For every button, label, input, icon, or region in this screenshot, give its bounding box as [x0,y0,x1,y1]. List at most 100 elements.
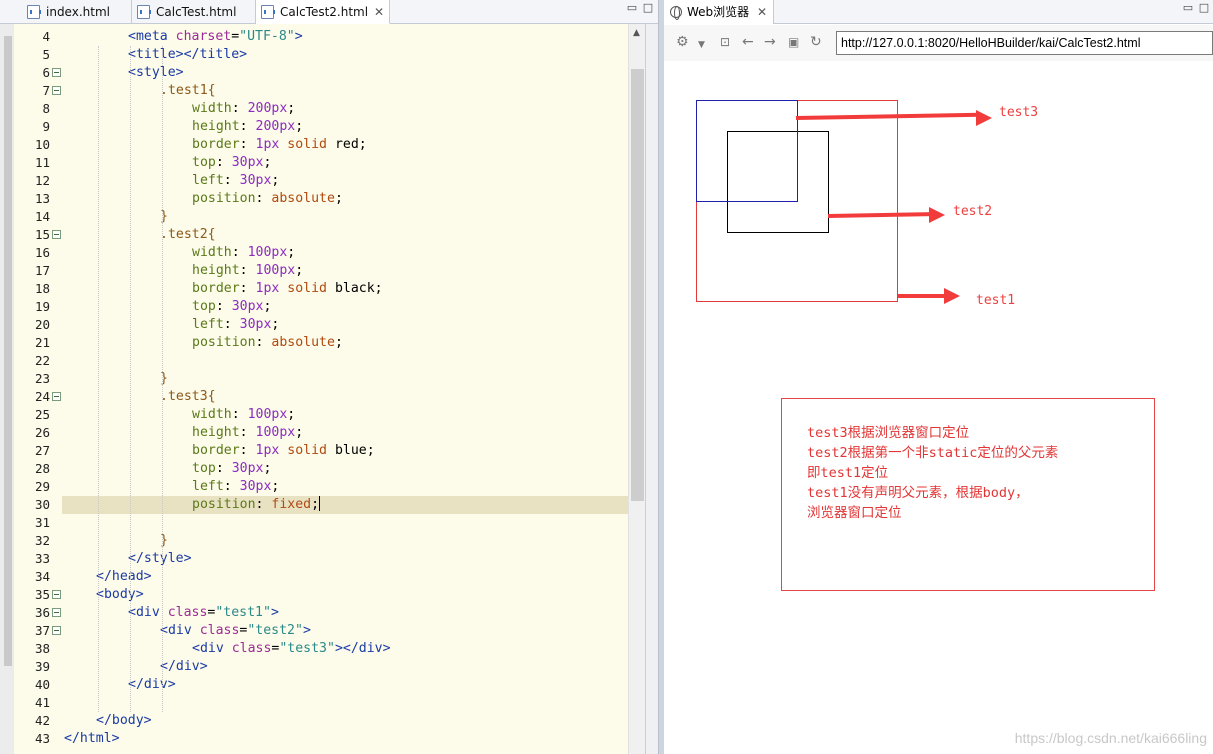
code-line: top: 30px; [62,460,628,478]
code-line: } [62,370,628,388]
console-icon[interactable]: ⊡ [720,35,731,49]
line-number: 11 [34,155,50,170]
code-token: position [192,191,256,206]
code-line: <div class="test3"></div> [62,640,628,658]
forward-icon[interactable]: → [764,34,776,50]
code-token: class [231,641,272,656]
code-editor-pane: index.html CalcTest.html CalcTest2.html … [0,0,658,754]
minimize-icon[interactable]: ▭ [626,1,638,14]
code-token: ; [295,425,304,440]
maximize-icon[interactable]: □ [1198,1,1210,14]
code-token: 100px [247,245,288,260]
code-line: <body> [62,586,628,604]
code-token: 100px [247,407,288,422]
code-token: solid [287,443,335,458]
code-line: width: 200px; [62,100,628,118]
code-token: width [192,101,232,116]
code-line: </body> [62,712,628,730]
code-line: .test1{ [62,82,628,100]
note-line: 浏览器窗口定位 [807,505,902,521]
code-token: "test2" [247,623,303,638]
code-token: </head> [96,569,152,584]
fold-toggle-icon[interactable] [52,230,61,239]
tab-calctest-html[interactable]: CalcTest.html [132,0,256,24]
tab-web-browser[interactable]: Web浏览器 ✕ [664,0,774,24]
code-line: <div class="test1"> [62,604,628,622]
code-token: </div> [160,659,208,674]
code-token: : [239,263,256,278]
line-number: 19 [34,299,50,314]
code-token: ; [271,479,280,494]
tab-label: CalcTest2.html [280,5,369,19]
fold-toggle-icon[interactable] [52,626,61,635]
code-token: width [192,407,232,422]
code-token: "test1" [215,605,271,620]
html-file-icon [137,5,151,19]
code-token: "UTF-8" [239,29,295,44]
code-token: 1px [255,281,288,296]
code-token: border [192,281,240,296]
maximize-icon[interactable]: □ [642,1,654,14]
code-line: border: 1px solid black; [62,280,628,298]
code-token: absolute [271,335,335,350]
code-line: position: absolute; [62,190,628,208]
code-token: ; [287,101,296,116]
code-token: charset [175,29,232,44]
line-number: 10 [34,137,50,152]
code-token: : [239,443,256,458]
code-token: fixed [271,497,312,512]
code-token: ; [287,407,296,422]
fold-toggle-icon[interactable] [52,86,61,95]
dropdown-icon[interactable]: ▼ [698,40,705,50]
code-token: 100px [255,425,296,440]
tab-label: index.html [46,5,110,19]
code-token: ; [334,191,343,206]
code-line: width: 100px; [62,406,628,424]
back-icon[interactable]: ← [742,34,754,50]
code-token: > [294,29,303,44]
close-icon[interactable]: ✕ [756,5,767,19]
fold-toggle-icon[interactable] [52,392,61,401]
code-line: <title></title> [62,46,628,64]
browser-tab-bar: Web浏览器 ✕ ▭ □ [664,0,1213,24]
scrollbar-thumb[interactable] [631,69,644,501]
code-text-area[interactable]: <meta charset="UTF-8"><title></title><st… [62,24,628,754]
url-input[interactable]: http://127.0.0.1:8020/HelloHBuilder/kai/… [836,31,1213,55]
minimize-icon[interactable]: ▭ [1182,1,1194,14]
code-token: 1px [255,137,288,152]
close-icon[interactable]: ✕ [373,5,384,19]
explanation-note-box: test3根据浏览器窗口定位 test2根据第一个非static定位的父元素 即… [781,398,1155,591]
code-token: </body> [96,713,152,728]
pane-splitter[interactable] [658,0,664,754]
refresh-icon[interactable]: ↻ [810,34,822,50]
tab-calctest2-html[interactable]: CalcTest2.html ✕ [256,0,390,24]
tab-index-html[interactable]: index.html [22,0,132,24]
code-token: border [192,443,240,458]
code-token: height [192,263,240,278]
fold-toggle-icon[interactable] [52,608,61,617]
code-token: : [239,119,256,134]
line-number: 15 [34,227,50,242]
note-line: test2根据第一个非static定位的父元素 [807,445,1059,461]
vertical-scrollbar[interactable]: ▲ [628,24,645,754]
code-token: : [239,137,256,152]
line-number: 18 [34,281,50,296]
fold-toggle-icon[interactable] [52,590,61,599]
gear-icon[interactable]: ⚙ [676,34,689,50]
code-token: top [192,461,216,476]
fold-toggle-icon[interactable] [52,68,61,77]
code-token: .test1{ [160,83,216,98]
line-number: 27 [34,443,50,458]
scroll-up-icon[interactable]: ▲ [633,28,640,38]
line-number: 24 [34,389,50,404]
line-number: 42 [34,713,50,728]
stop-icon[interactable]: ▣ [788,35,800,49]
code-token: <title></title> [128,47,248,62]
note-line: test1没有声明父元素，根据body， [807,485,1029,501]
code-token: ; [295,119,304,134]
browser-toolbar: ⚙ ▼ ⊡ ← → ▣ ↻ http://127.0.0.1:8020/Hell… [664,25,1213,61]
code-token: > [270,605,279,620]
line-number: 30 [34,497,50,512]
line-number: 39 [34,659,50,674]
code-token: left [192,317,224,332]
